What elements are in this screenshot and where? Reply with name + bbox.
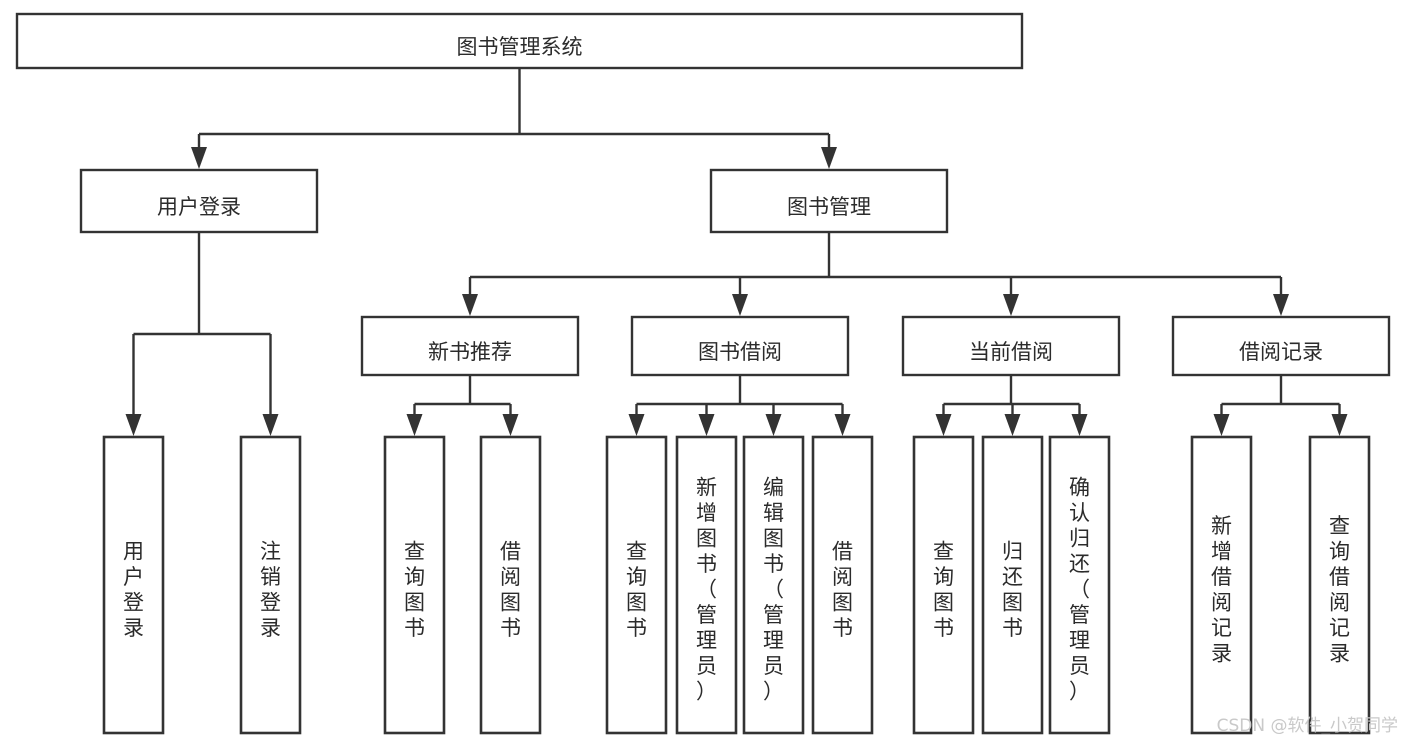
node-label-leaf-user-logout: 注销登录 <box>260 539 281 640</box>
node-box-leaf-edit-book[interactable] <box>742 435 805 735</box>
node-label-current-borrow: 当前借阅 <box>969 340 1053 364</box>
node-label-leaf-add-book: 新增图书（管理员） <box>696 476 717 704</box>
node-box-leaf-borrow-book[interactable] <box>811 435 874 735</box>
node-leaf-query-book[interactable]: 查询图书 <box>605 435 668 735</box>
edges-layer <box>125 68 1348 436</box>
watermark-label: CSDN @软件_小贺同学 <box>1217 716 1398 736</box>
node-box-leaf-user-logout[interactable] <box>239 435 302 735</box>
node-leaf-query-record[interactable]: 查询借阅记录 <box>1308 435 1371 735</box>
node-box-user-login[interactable] <box>79 168 319 234</box>
node-box-leaf-query-book-cur[interactable] <box>912 435 975 735</box>
node-box-borrow-record[interactable] <box>1171 315 1391 377</box>
connector-group-user-login <box>125 232 279 436</box>
node-label-leaf-confirm-return: 确认归还（管理员） <box>1069 476 1090 704</box>
node-label-borrow-record: 借阅记录 <box>1239 340 1323 364</box>
connector-group-borrow-record <box>1213 375 1348 436</box>
node-box-new-book-rec[interactable] <box>360 315 580 377</box>
node-box-root[interactable] <box>15 12 1024 70</box>
connector-group-book-borrow <box>628 375 851 436</box>
node-label-leaf-user-login: 用户登录 <box>123 539 144 640</box>
node-label-leaf-borrow-book: 借阅图书 <box>832 539 853 640</box>
node-leaf-user-login[interactable]: 用户登录 <box>102 435 165 735</box>
node-box-leaf-user-login[interactable] <box>102 435 165 735</box>
node-box-leaf-query-book[interactable] <box>605 435 668 735</box>
node-book-manage[interactable]: 图书管理 <box>709 168 949 234</box>
node-box-leaf-add-record[interactable] <box>1190 435 1253 735</box>
node-box-leaf-return-book[interactable] <box>981 435 1044 735</box>
node-root[interactable]: 图书管理系统 <box>15 12 1024 70</box>
node-label-root: 图书管理系统 <box>457 35 583 59</box>
connector-group-book-manage <box>462 232 1289 316</box>
node-leaf-confirm-return[interactable]: 确认归还（管理员） <box>1048 435 1111 735</box>
node-label-leaf-return-book: 归还图书 <box>1002 539 1023 640</box>
node-borrow-record[interactable]: 借阅记录 <box>1171 315 1391 377</box>
node-label-leaf-query-book: 查询图书 <box>626 539 647 640</box>
node-label-leaf-query-book-cur: 查询图书 <box>933 539 954 640</box>
node-leaf-user-logout[interactable]: 注销登录 <box>239 435 302 735</box>
node-box-leaf-confirm-return[interactable] <box>1048 435 1111 735</box>
node-label-leaf-borrow-book-rec: 借阅图书 <box>500 539 521 640</box>
node-label-leaf-query-book-rec: 查询图书 <box>404 539 425 640</box>
node-box-leaf-add-book[interactable] <box>675 435 738 735</box>
node-label-leaf-query-record: 查询借阅记录 <box>1329 514 1350 666</box>
connector-group-new-book-rec <box>406 375 519 436</box>
node-label-leaf-add-record: 新增借阅记录 <box>1211 514 1232 666</box>
node-leaf-query-book-cur[interactable]: 查询图书 <box>912 435 975 735</box>
node-leaf-borrow-book-rec[interactable]: 借阅图书 <box>479 435 542 735</box>
node-box-book-borrow[interactable] <box>630 315 850 377</box>
node-leaf-add-record[interactable]: 新增借阅记录 <box>1190 435 1253 735</box>
node-box-leaf-query-book-rec[interactable] <box>383 435 446 735</box>
node-leaf-borrow-book[interactable]: 借阅图书 <box>811 435 874 735</box>
node-user-login[interactable]: 用户登录 <box>79 168 319 234</box>
nodes-layer: 图书管理系统用户登录图书管理新书推荐图书借阅当前借阅借阅记录用户登录注销登录查询… <box>15 12 1391 735</box>
connector-group-root <box>191 68 837 169</box>
node-label-leaf-edit-book: 编辑图书（管理员） <box>763 476 784 704</box>
node-box-book-manage[interactable] <box>709 168 949 234</box>
node-label-book-borrow: 图书借阅 <box>698 340 782 364</box>
node-leaf-return-book[interactable]: 归还图书 <box>981 435 1044 735</box>
node-box-current-borrow[interactable] <box>901 315 1121 377</box>
node-current-borrow[interactable]: 当前借阅 <box>901 315 1121 377</box>
node-leaf-add-book[interactable]: 新增图书（管理员） <box>675 435 738 735</box>
node-leaf-edit-book[interactable]: 编辑图书（管理员） <box>742 435 805 735</box>
node-book-borrow[interactable]: 图书借阅 <box>630 315 850 377</box>
node-label-book-manage: 图书管理 <box>787 195 871 219</box>
node-label-new-book-rec: 新书推荐 <box>428 340 512 364</box>
node-new-book-rec[interactable]: 新书推荐 <box>360 315 580 377</box>
node-box-leaf-borrow-book-rec[interactable] <box>479 435 542 735</box>
node-box-leaf-query-record[interactable] <box>1308 435 1371 735</box>
node-leaf-query-book-rec[interactable]: 查询图书 <box>383 435 446 735</box>
node-label-user-login: 用户登录 <box>157 195 241 219</box>
connector-group-current-borrow <box>935 375 1088 436</box>
